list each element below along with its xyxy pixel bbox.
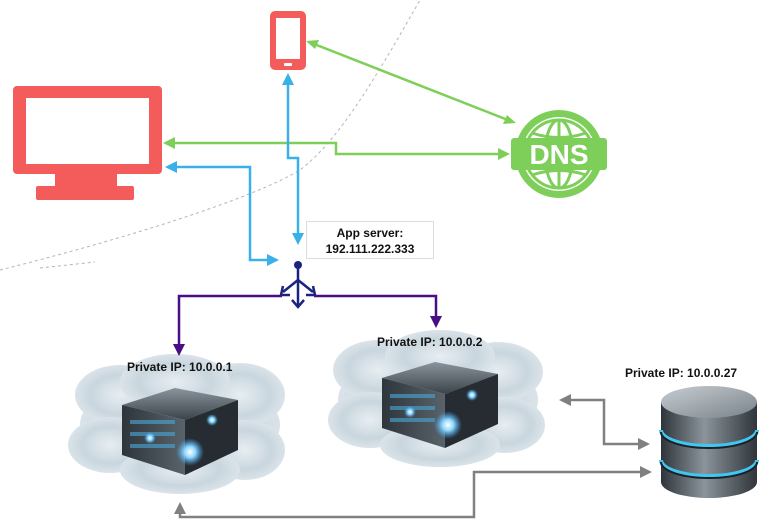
app-server-label-box: App server: 192.111.222.333 [306,221,434,259]
dns-link-arrowheads [163,40,516,160]
balancer-link-arrowheads [173,316,442,356]
app-server-ip: 192.111.222.333 [325,242,415,256]
server-icon [382,362,498,448]
database-link-arrowheads [174,394,652,514]
dns-links [166,40,514,156]
load-balancer-icon [279,266,317,309]
database-icon [659,386,759,498]
server1-ip-label: Private IP: 10.0.0.1 [127,360,233,374]
client-link-arrowheads [165,73,304,266]
globe-icon [511,110,607,198]
boundary-dashed-line-2 [39,261,96,269]
client-links [168,76,300,262]
database-ip-label: Private IP: 10.0.0.27 [625,366,738,380]
dns-label: DNS [529,139,588,170]
monitor-icon [13,86,162,200]
balancer-links [177,294,438,350]
load-balancer-node [294,261,302,269]
server2-ip-label: Private IP: 10.0.0.2 [377,335,483,349]
smartphone-icon [270,11,306,70]
app-server-title: App server: [336,226,404,240]
server-icon [122,388,238,475]
boundary-dashed-line [0,0,421,271]
